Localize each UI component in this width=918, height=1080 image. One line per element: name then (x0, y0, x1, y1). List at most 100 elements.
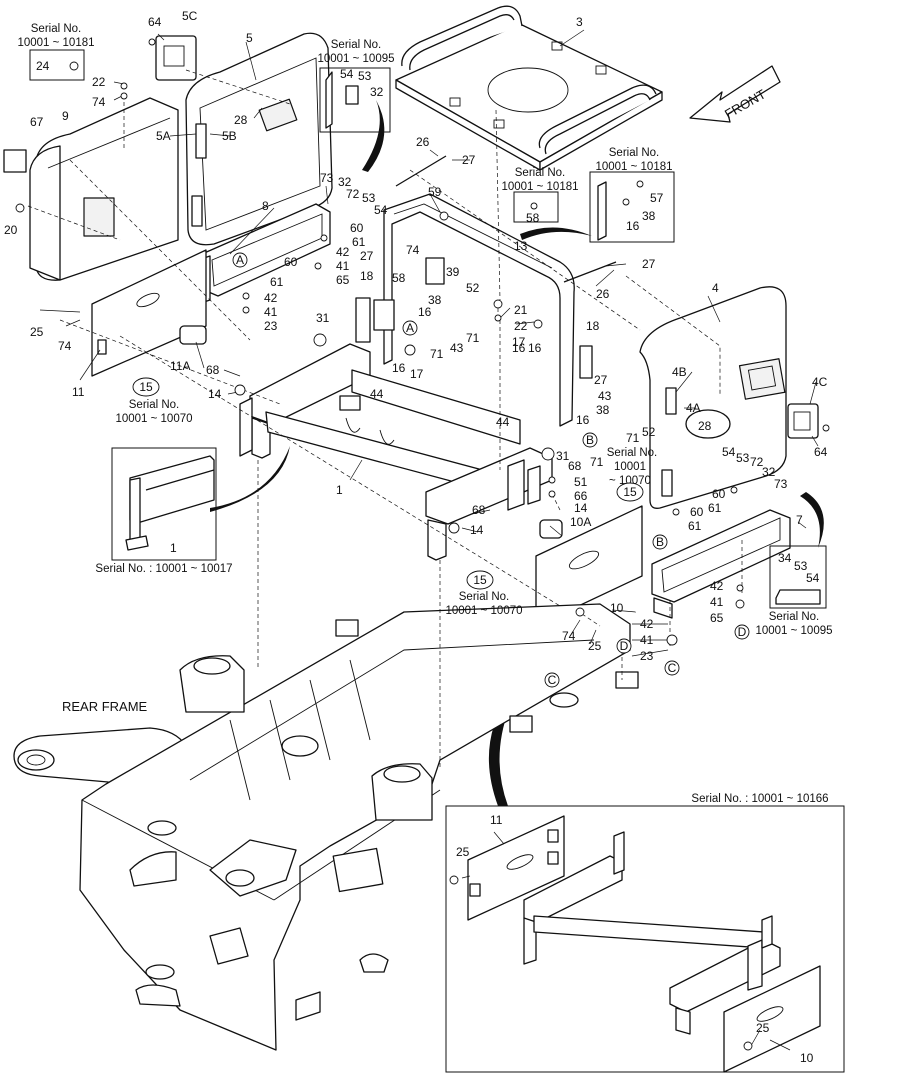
marker-B-1: B (586, 433, 594, 447)
callout-53: 53 (362, 191, 376, 205)
callout-14: 14 (208, 387, 222, 401)
callout-68: 68 (206, 363, 220, 377)
detail-box-frame-1 (111, 447, 217, 561)
marker-B-2: B (656, 535, 664, 549)
rear-frame-label: REAR FRAME (62, 699, 148, 714)
callout-71: 71 (466, 331, 480, 345)
callout-8: 8 (262, 199, 269, 213)
callout-61: 61 (270, 275, 284, 289)
connector-arc-detail-bottom (488, 672, 528, 806)
callout-25: 25 (588, 639, 602, 653)
marker-C-2: C (548, 673, 557, 687)
serial-note-top-left-l2: 10001 ~ 10181 (17, 37, 94, 49)
callout-4A: 4A (686, 401, 701, 415)
serial-note-58-l2: 10001 ~ 10181 (501, 181, 578, 193)
detail-box-bottom (445, 805, 845, 1073)
callout-74: 74 (562, 629, 576, 643)
callout-26: 26 (596, 287, 610, 301)
circled-markers: A A B B C C D D 15 15 15 (132, 252, 750, 688)
callout-60: 60 (712, 487, 726, 501)
callout-5B: 5B (222, 129, 237, 143)
support-frame-part-7 (651, 509, 791, 619)
callout-42: 42 (336, 245, 350, 259)
callout-65: 65 (336, 273, 350, 287)
callout-26: 26 (416, 135, 430, 149)
callout-44: 44 (496, 415, 510, 429)
callout-5A: 5A (156, 129, 171, 143)
bottom-detail-drawing (467, 815, 821, 1073)
leader-lines (27, 29, 819, 1051)
marker-A-2: A (406, 321, 414, 335)
callout-54: 54 (722, 445, 736, 459)
callout-16: 16 (528, 341, 542, 355)
rod-part-26-upper (395, 155, 447, 187)
callout-68: 68 (568, 459, 582, 473)
callout-73: 73 (774, 477, 788, 491)
side-panel-part-5 (185, 32, 333, 246)
callout-73: 73 (320, 171, 334, 185)
callout-27: 27 (594, 373, 608, 387)
serial-note-right-15-l1: Serial No. (607, 447, 658, 459)
callout-16: 16 (392, 361, 406, 375)
callout-31: 31 (316, 311, 330, 325)
serial-note-57-l1: Serial No. (609, 147, 660, 159)
callout-61: 61 (688, 519, 702, 533)
callout-71: 71 (626, 431, 640, 445)
marker-D-2: D (620, 639, 629, 653)
callout-42: 42 (264, 291, 278, 305)
callout-68: 68 (472, 503, 486, 517)
callout-60: 60 (284, 255, 298, 269)
connector-arc-58 (520, 227, 592, 240)
callout-10A: 10A (570, 515, 591, 529)
callout-16: 16 (512, 341, 526, 355)
side-cover-part-4 (639, 286, 787, 509)
bracket-detail-top (325, 71, 359, 129)
callout-54: 54 (806, 571, 820, 585)
callout-43: 43 (598, 389, 612, 403)
callout-4C: 4C (812, 375, 828, 389)
part-callouts: 64 5C 5 3 24 22 74 67 9 5A 5B 28 54 53 3… (4, 9, 828, 1065)
callout-74: 74 (406, 243, 420, 257)
callout-52: 52 (466, 281, 480, 295)
callout-32: 32 (370, 85, 384, 99)
callout-11: 11 (72, 385, 85, 399)
callout-71: 71 (590, 455, 604, 469)
callout-60: 60 (690, 505, 704, 519)
callout-7: 7 (796, 513, 803, 527)
serial-note-right-15-l3: ~ 10070 (609, 475, 651, 487)
callout-72: 72 (750, 455, 764, 469)
callout-60: 60 (350, 221, 364, 235)
callout-38: 38 (428, 293, 442, 307)
callout-57: 57 (650, 191, 664, 205)
callout-10: 10 (610, 601, 624, 615)
bracket-detail-57 (597, 181, 607, 241)
serial-note-center-15-l1: Serial No. (459, 591, 510, 603)
serial-note-58-l1: Serial No. (515, 167, 566, 179)
serial-note-top-mid-l2: 10001 ~ 10095 (317, 53, 394, 65)
serial-note-34-l2: 10001 ~ 10095 (755, 625, 832, 637)
callout-9: 9 (62, 109, 69, 123)
callout-1: 1 (336, 483, 343, 497)
serial-note-left-15-l1: Serial No. (129, 399, 180, 411)
panel-part-10 (535, 505, 643, 627)
callout-20: 20 (4, 223, 18, 237)
callout-4: 4 (712, 281, 719, 295)
callout-27: 27 (642, 257, 656, 271)
panel-part-11 (91, 249, 207, 377)
callout-18: 18 (360, 269, 374, 283)
callout-61: 61 (708, 501, 722, 515)
callout-28: 28 (698, 419, 712, 433)
callout-64: 64 (814, 445, 828, 459)
serial-note-bottom-detail: Serial No. : 10001 ~ 10166 (691, 793, 828, 805)
serial-note-detail-left: Serial No. : 10001 ~ 10017 (95, 563, 232, 575)
hardware-bolts (15, 38, 830, 1051)
callout-14: 14 (470, 523, 484, 537)
callout-53: 53 (736, 451, 750, 465)
callout-42: 42 (640, 617, 654, 631)
callout-43: 43 (450, 341, 464, 355)
callout-59: 59 (428, 185, 442, 199)
detail-box-54-53-32 (319, 67, 391, 133)
latch-part-4C (787, 403, 819, 439)
callout-22: 22 (514, 319, 528, 333)
